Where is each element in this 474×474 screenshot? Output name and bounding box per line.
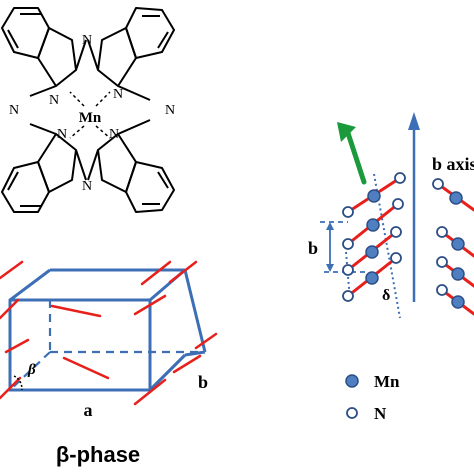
benzene-ring-bottom-right — [125, 161, 175, 213]
stacking-diagram: b axis b δ — [308, 112, 474, 319]
pyrrole-ring-top-left — [37, 27, 77, 87]
pyrrole-ring-bottom-left — [37, 133, 77, 193]
n-atom — [390, 226, 402, 238]
beta-angle-arc — [13, 375, 23, 391]
core-nitrogen-top-right: N — [113, 87, 123, 102]
n-atom — [394, 172, 406, 184]
magnetic-moment-arrowhead — [337, 122, 356, 142]
legend-n-label: N — [374, 404, 387, 423]
n-atom — [436, 226, 448, 238]
meso-nitrogen-right: N — [165, 103, 175, 118]
legend-n-marker — [346, 407, 358, 419]
tilt-angle-label: δ — [382, 287, 390, 304]
n-atom — [432, 178, 444, 190]
axis-b-label: b — [198, 372, 208, 392]
mn-atom — [365, 271, 379, 285]
mn-atom — [451, 295, 465, 309]
spacing-label: b — [308, 238, 318, 258]
metal-center-label: Mn — [79, 110, 102, 126]
n-atom — [436, 284, 448, 296]
beta-angle-label: β — [27, 362, 36, 378]
unit-cell-labels: β a b β-phase — [13, 362, 208, 467]
magnetic-moment-arrow — [344, 127, 367, 185]
meso-nitrogen-top: N — [82, 33, 92, 48]
mn-atom — [451, 237, 465, 251]
n-atom — [342, 264, 354, 276]
unit-cell-molecules — [0, 260, 218, 406]
n-atom — [342, 206, 354, 218]
meso-nitrogen-left: N — [9, 103, 19, 118]
n-atom — [390, 252, 402, 264]
legend-mn-marker — [345, 374, 359, 388]
mnpc-molecule — [1, 7, 175, 213]
n-atom — [436, 256, 448, 268]
legend: Mn N — [345, 372, 400, 423]
core-nitrogen-top-left: N — [49, 93, 59, 108]
benzene-ring-top-left — [1, 7, 50, 59]
mn-atom — [366, 218, 380, 232]
n-atom — [392, 198, 404, 210]
benzene-ring-top-right — [125, 7, 175, 59]
benzene-ring-bottom-left — [1, 161, 50, 213]
mn-atom — [451, 267, 465, 281]
mn-atom — [449, 191, 463, 205]
unit-cell — [8, 268, 207, 392]
phase-label: β-phase — [56, 442, 140, 467]
core-nitrogen-bottom-left: N — [57, 127, 67, 142]
meso-nitrogen-bottom: N — [82, 179, 92, 194]
b-axis-arrowhead — [408, 112, 420, 130]
hidden-edge-diagonal — [9, 351, 51, 391]
mn-atom — [367, 189, 381, 203]
pyrrole-ring-bottom-right — [97, 133, 137, 193]
pyrrole-ring-top-right — [97, 27, 137, 87]
n-atom — [342, 290, 354, 302]
n-atom — [342, 238, 354, 250]
molecule-atom-labels: Mn N N N N N N N N — [9, 33, 175, 194]
core-nitrogen-bottom-right: N — [109, 127, 119, 142]
legend-mn-label: Mn — [374, 372, 400, 391]
axis-a-label: a — [84, 400, 93, 420]
mn-atom — [365, 245, 379, 259]
b-axis-label: b axis — [432, 154, 474, 174]
